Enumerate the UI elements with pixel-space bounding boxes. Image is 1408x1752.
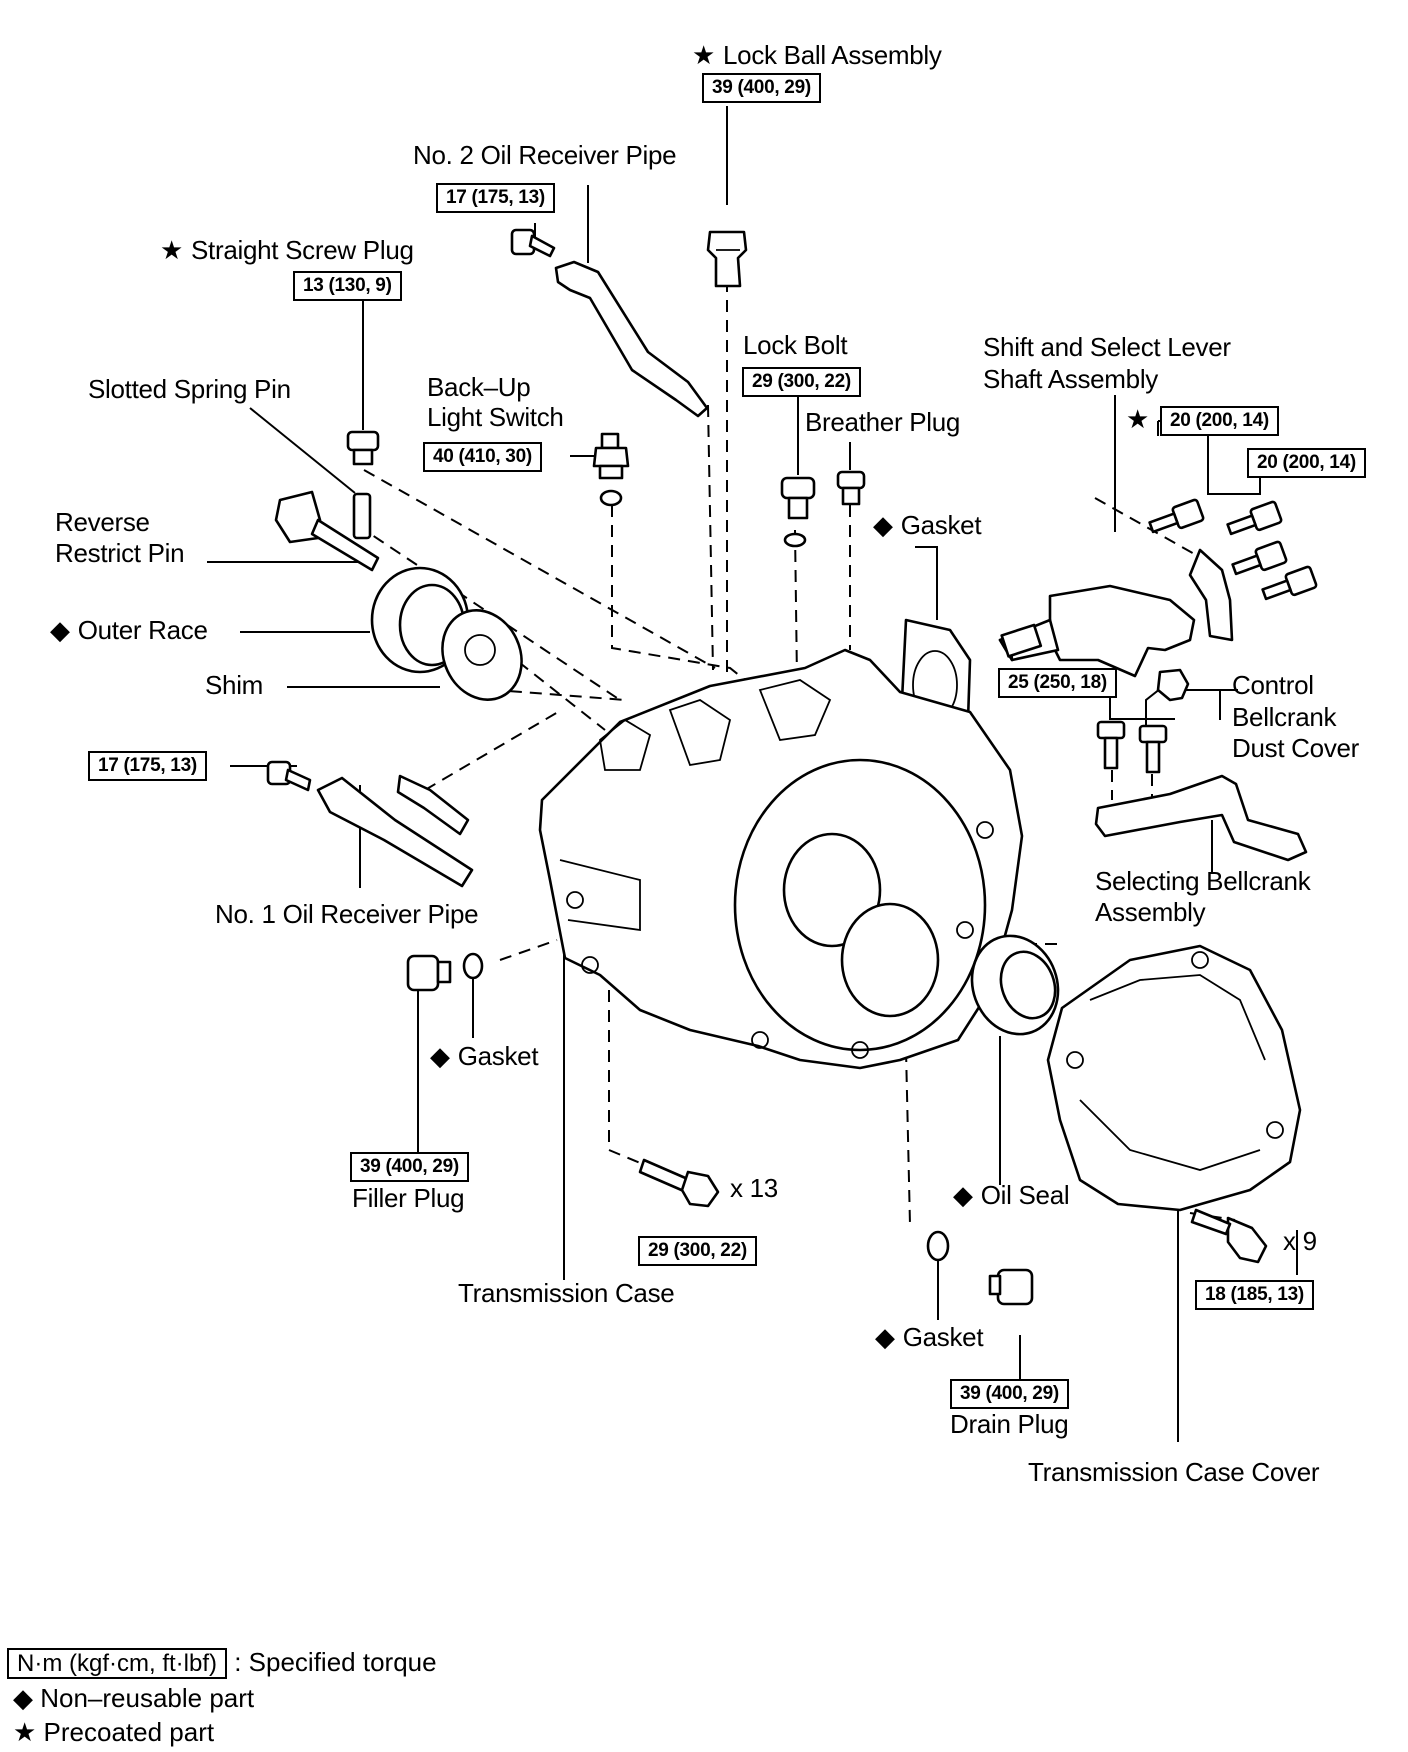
label-text: Oil Seal bbox=[980, 1180, 1070, 1210]
label-text: Straight Screw Plug bbox=[191, 235, 414, 265]
torque-shift-select-star: 20 (200, 14) bbox=[1160, 406, 1279, 436]
cover-bolts-count-label: x 9 bbox=[1283, 1226, 1317, 1256]
torque-bellcrank: 25 (250, 18) bbox=[998, 668, 1117, 698]
selecting-bellcrank-assembly-part bbox=[1094, 774, 1308, 862]
no2-oil-receiver-pipe-part bbox=[554, 260, 709, 418]
control-bellcrank-label-1: Control bbox=[1232, 670, 1314, 700]
drain-gasket-part bbox=[926, 1230, 950, 1262]
star-marker-shift: ★ bbox=[1126, 404, 1149, 434]
lock-ball-assembly-part bbox=[706, 230, 748, 288]
dashed-alignment-lines bbox=[356, 280, 1236, 1226]
lock-ball-assembly-label: ★Lock Ball Assembly bbox=[692, 40, 942, 70]
torque-cover-bolts: 18 (185, 13) bbox=[1195, 1280, 1314, 1310]
breather-plug-part bbox=[836, 470, 866, 506]
star-icon: ★ bbox=[692, 40, 716, 70]
transmission-case-cover-label: Transmission Case Cover bbox=[1028, 1457, 1320, 1487]
drain-plug-label: Drain Plug bbox=[950, 1409, 1069, 1439]
legend-torque-desc: : Specified torque bbox=[234, 1647, 437, 1677]
shift-select-lever-label-1: Shift and Select Lever bbox=[983, 332, 1231, 362]
control-bellcrank-dust-cover-part bbox=[1156, 668, 1190, 702]
shift-select-lever-label-2: Shaft Assembly bbox=[983, 364, 1158, 394]
label-text: Outer Race bbox=[77, 615, 208, 645]
oil-seal-part bbox=[970, 934, 1060, 1036]
diamond-icon: ◆ bbox=[430, 1041, 450, 1071]
no2-oil-receiver-pipe-label: No. 2 Oil Receiver Pipe bbox=[413, 140, 677, 170]
label-text: Gasket bbox=[902, 1322, 984, 1352]
legend-non-reusable: ◆ Non–reusable part bbox=[13, 1683, 254, 1713]
diamond-icon: ◆ bbox=[50, 615, 70, 645]
torque-no1-pipe-bolt: 17 (175, 13) bbox=[88, 751, 207, 781]
bellcrank-bolts bbox=[1096, 720, 1168, 774]
gasket-top-label: ◆Gasket bbox=[873, 510, 982, 540]
slotted-spring-pin-label: Slotted Spring Pin bbox=[88, 374, 291, 404]
case-bolt-part bbox=[638, 1158, 720, 1208]
no2-pipe-bolt-part bbox=[510, 228, 556, 258]
selecting-bellcrank-label-1: Selecting Bellcrank bbox=[1095, 866, 1311, 896]
torque-no2-pipe-bolt: 17 (175, 13) bbox=[436, 183, 555, 213]
torque-lock-ball: 39 (400, 29) bbox=[702, 73, 821, 103]
legend-torque: N·m (kgf·cm, ft·lbf) : Specified torque bbox=[7, 1647, 437, 1679]
torque-shift-select: 20 (200, 14) bbox=[1247, 448, 1366, 478]
shift-select-lever-shaft-part bbox=[998, 548, 1234, 678]
shift-assembly-bolts bbox=[1148, 498, 1318, 601]
shim-label: Shim bbox=[205, 670, 264, 700]
no1-oil-receiver-pipe-part bbox=[266, 760, 474, 888]
reverse-restrict-pin-label-1: Reverse bbox=[55, 507, 150, 537]
torque-backup-switch: 40 (410, 30) bbox=[423, 442, 542, 472]
legend-non-reusable-text: Non–reusable part bbox=[40, 1683, 255, 1713]
transmission-case-cover-part bbox=[1046, 944, 1302, 1212]
shim-part bbox=[441, 609, 523, 701]
outer-race-label: ◆Outer Race bbox=[50, 615, 208, 645]
no1-oil-receiver-pipe-label: No. 1 Oil Receiver Pipe bbox=[215, 899, 479, 929]
label-text: Gasket bbox=[900, 510, 982, 540]
legend-precoated: ★ Precoated part bbox=[13, 1717, 214, 1747]
slotted-spring-pin-part bbox=[352, 492, 372, 540]
lock-bolt-part bbox=[780, 476, 816, 548]
cover-bolt-part bbox=[1190, 1208, 1268, 1264]
diamond-icon: ◆ bbox=[875, 1322, 895, 1352]
torque-filler-plug: 39 (400, 29) bbox=[350, 1152, 469, 1182]
transmission-case-label: Transmission Case bbox=[458, 1278, 675, 1308]
drain-plug-part bbox=[988, 1268, 1034, 1306]
torque-lock-bolt: 29 (300, 22) bbox=[742, 367, 861, 397]
reverse-restrict-pin-part bbox=[274, 490, 380, 572]
backup-light-switch-part bbox=[592, 432, 630, 507]
control-bellcrank-label-2: Bellcrank bbox=[1232, 702, 1337, 732]
legend-precoated-text: Precoated part bbox=[43, 1717, 215, 1747]
transmission-case-part bbox=[538, 648, 1024, 1070]
torque-case-bolts: 29 (300, 22) bbox=[638, 1236, 757, 1266]
backup-light-switch-label-2: Light Switch bbox=[427, 402, 564, 432]
case-bolts-count-label: x 13 bbox=[730, 1173, 778, 1203]
diamond-icon: ◆ bbox=[13, 1683, 33, 1713]
straight-screw-plug-part bbox=[346, 430, 380, 466]
star-icon: ★ bbox=[13, 1717, 37, 1747]
torque-straight-screw-plug: 13 (130, 9) bbox=[293, 271, 402, 301]
oil-seal-label: ◆Oil Seal bbox=[953, 1180, 1070, 1210]
backup-light-switch-label-1: Back–Up bbox=[427, 372, 531, 402]
gasket-filler-label: ◆Gasket bbox=[430, 1041, 539, 1071]
torque-drain-plug: 39 (400, 29) bbox=[950, 1379, 1069, 1409]
diamond-icon: ◆ bbox=[873, 510, 893, 540]
diamond-icon: ◆ bbox=[953, 1180, 973, 1210]
star-icon: ★ bbox=[1126, 404, 1150, 434]
control-bellcrank-label-3: Dust Cover bbox=[1232, 733, 1360, 763]
star-icon: ★ bbox=[160, 235, 184, 265]
filler-plug-label: Filler Plug bbox=[352, 1183, 465, 1213]
gasket-drain-label: ◆Gasket bbox=[875, 1322, 984, 1352]
lock-bolt-label: Lock Bolt bbox=[743, 330, 848, 360]
straight-screw-plug-label: ★Straight Screw Plug bbox=[160, 235, 414, 265]
reverse-restrict-pin-label-2: Restrict Pin bbox=[55, 538, 185, 568]
selecting-bellcrank-label-2: Assembly bbox=[1095, 897, 1206, 927]
legend-torque-unit-box: N·m (kgf·cm, ft·lbf) bbox=[7, 1648, 227, 1679]
label-text: Gasket bbox=[457, 1041, 539, 1071]
breather-plug-label: Breather Plug bbox=[805, 407, 961, 437]
filler-plug-part bbox=[406, 952, 484, 992]
label-text: Lock Ball Assembly bbox=[723, 40, 942, 70]
